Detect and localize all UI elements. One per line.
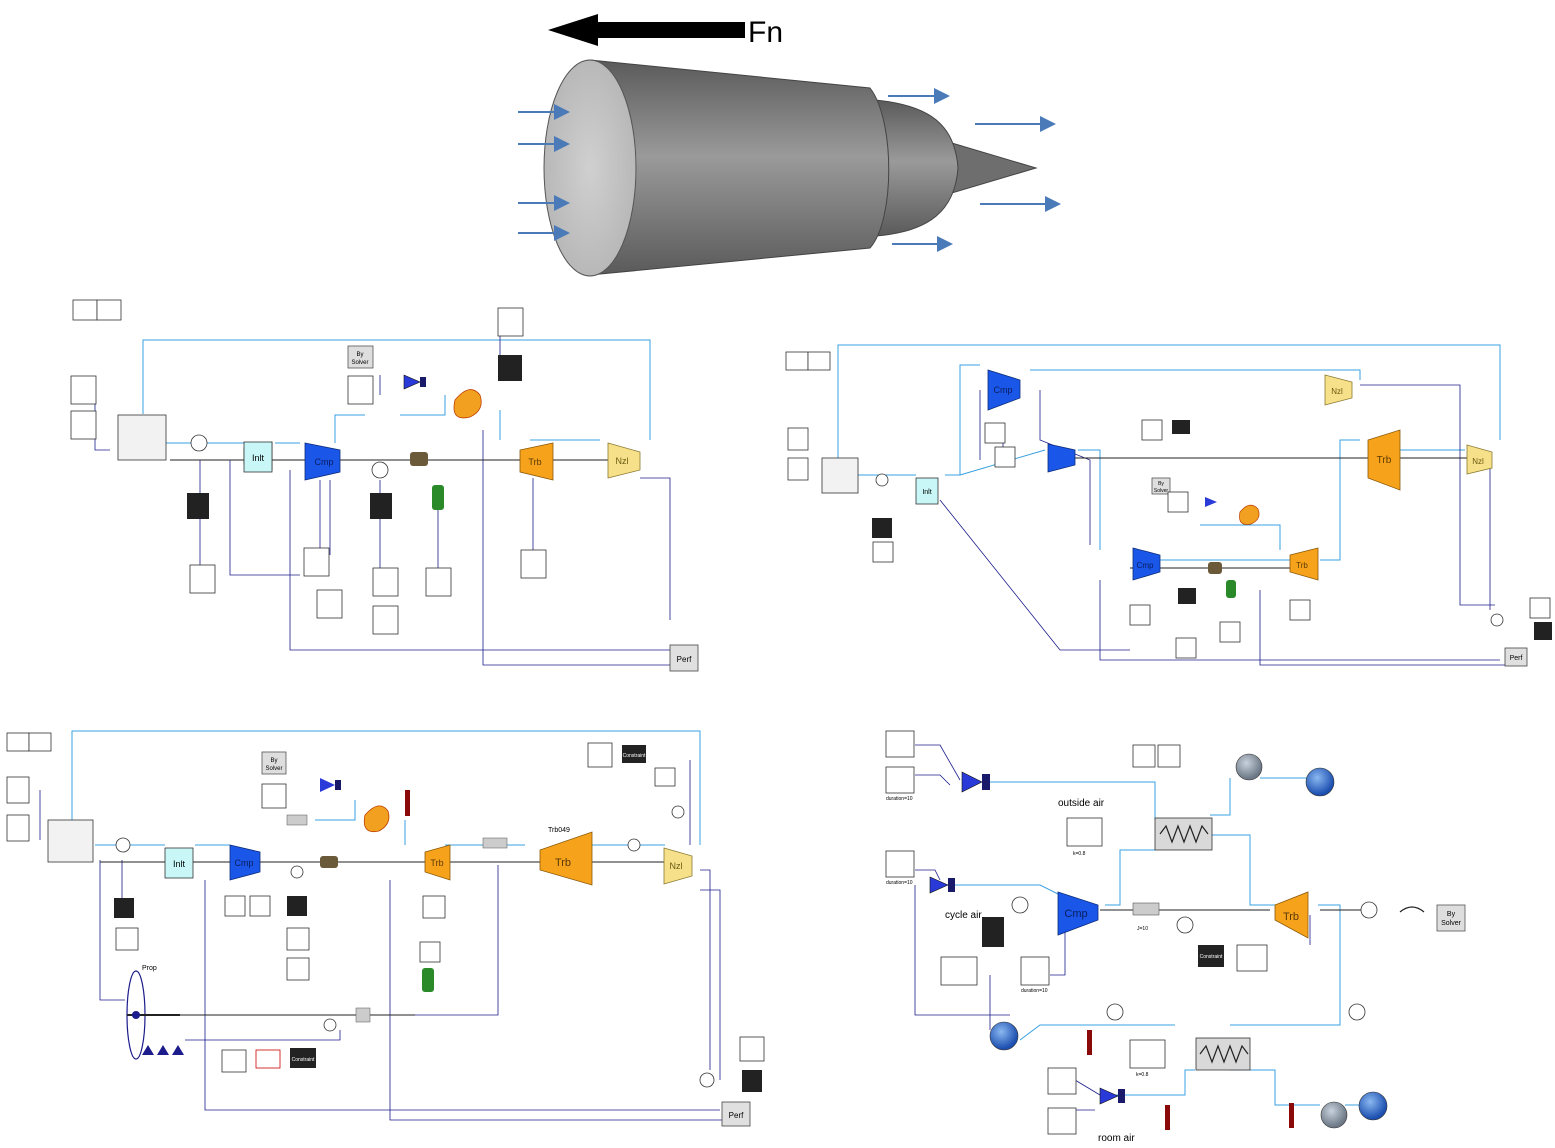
turbine-4-label: Trb	[1283, 911, 1299, 923]
thrust-label: Fn	[748, 16, 783, 49]
by-solver-3-line1: By	[270, 758, 277, 764]
by-solver-1-line2: Solver	[351, 360, 368, 366]
constraint-block-3-label: Constraint	[1200, 954, 1223, 960]
turbine-3-label: Trb	[430, 858, 443, 868]
inlet-1-label: Inlt	[252, 453, 265, 463]
core-nozzle-label: Nzl	[1472, 457, 1484, 466]
thrust-arrow	[548, 14, 745, 46]
trb049-label: Trb049	[548, 827, 570, 834]
by-solver-2-line1: By	[1158, 481, 1164, 487]
diagram-air-cycle: duration=10 duration=10 outside air cycl…	[886, 731, 1465, 1144]
inertia[interactable]	[1133, 903, 1159, 915]
fan-face	[544, 60, 636, 276]
ramp-duration-2: duration=10	[886, 880, 913, 886]
heat-exchanger-1[interactable]	[1155, 818, 1212, 850]
inlet-2-label: Inlt	[922, 489, 931, 496]
constraint-block-1-label: Constraint	[623, 753, 646, 759]
const-k-1: k=0.8	[1073, 851, 1086, 857]
hp-turbine-label: Trb	[1296, 561, 1308, 570]
compressor-1-label: Cmp	[314, 457, 333, 467]
nozzle-3-label: Nzl	[670, 861, 683, 871]
ramp-duration-3: duration=10	[1021, 988, 1048, 994]
lp-turbine-label: Trb	[1377, 455, 1392, 466]
by-solver-4-line1: By	[1447, 911, 1456, 918]
room-air-label: room air	[1098, 1133, 1135, 1144]
diagram-turbofan: Inlt Cmp Nzl Nzl Trb Cmp Trb By Solver	[786, 345, 1552, 666]
by-solver-4-line2: Solver	[1441, 920, 1462, 927]
by-solver-2-line2: Solver	[1154, 488, 1169, 494]
inlet-3-label: Inlt	[173, 859, 186, 869]
perf-1-label: Perf	[677, 655, 692, 664]
by-solver-3-line2: Solver	[265, 766, 282, 772]
compressor-3-label: Cmp	[234, 858, 253, 868]
diagram-turboprop: Inlt Cmp By Solver Trb Trb Trb049 Nzl	[7, 731, 764, 1126]
hp-compressor-label: Cmp	[1137, 561, 1154, 570]
outside-air-label: outside air	[1058, 798, 1105, 809]
turbine-1-label: Trb	[528, 457, 541, 467]
prop-label: Prop	[142, 965, 157, 972]
perf-3-label: Perf	[729, 1111, 744, 1120]
ramp-duration-1: duration=10	[886, 796, 913, 802]
by-solver-1-line1: By	[356, 352, 363, 358]
power-turbine-label: Trb	[555, 857, 571, 869]
engine-illustration: Fn	[518, 14, 1059, 276]
cycle-air-label: cycle air	[945, 910, 982, 921]
inertia-j: J=10	[1137, 926, 1148, 932]
nozzle-1-label: Nzl	[616, 456, 629, 466]
compressor-4-label: Cmp	[1064, 908, 1087, 920]
heat-exchanger-2[interactable]	[1196, 1038, 1250, 1070]
bypass-nozzle-label: Nzl	[1331, 387, 1343, 396]
perf-2-label: Perf	[1510, 655, 1523, 662]
const-k-2: k=0.8	[1136, 1072, 1149, 1078]
fan-compressor-label: Cmp	[993, 385, 1012, 395]
constraint-block-2-label: Constraint	[292, 1057, 315, 1063]
diagram-turbojet: By Solver Inlt Cmp Trb Nzl Perf	[71, 300, 698, 671]
